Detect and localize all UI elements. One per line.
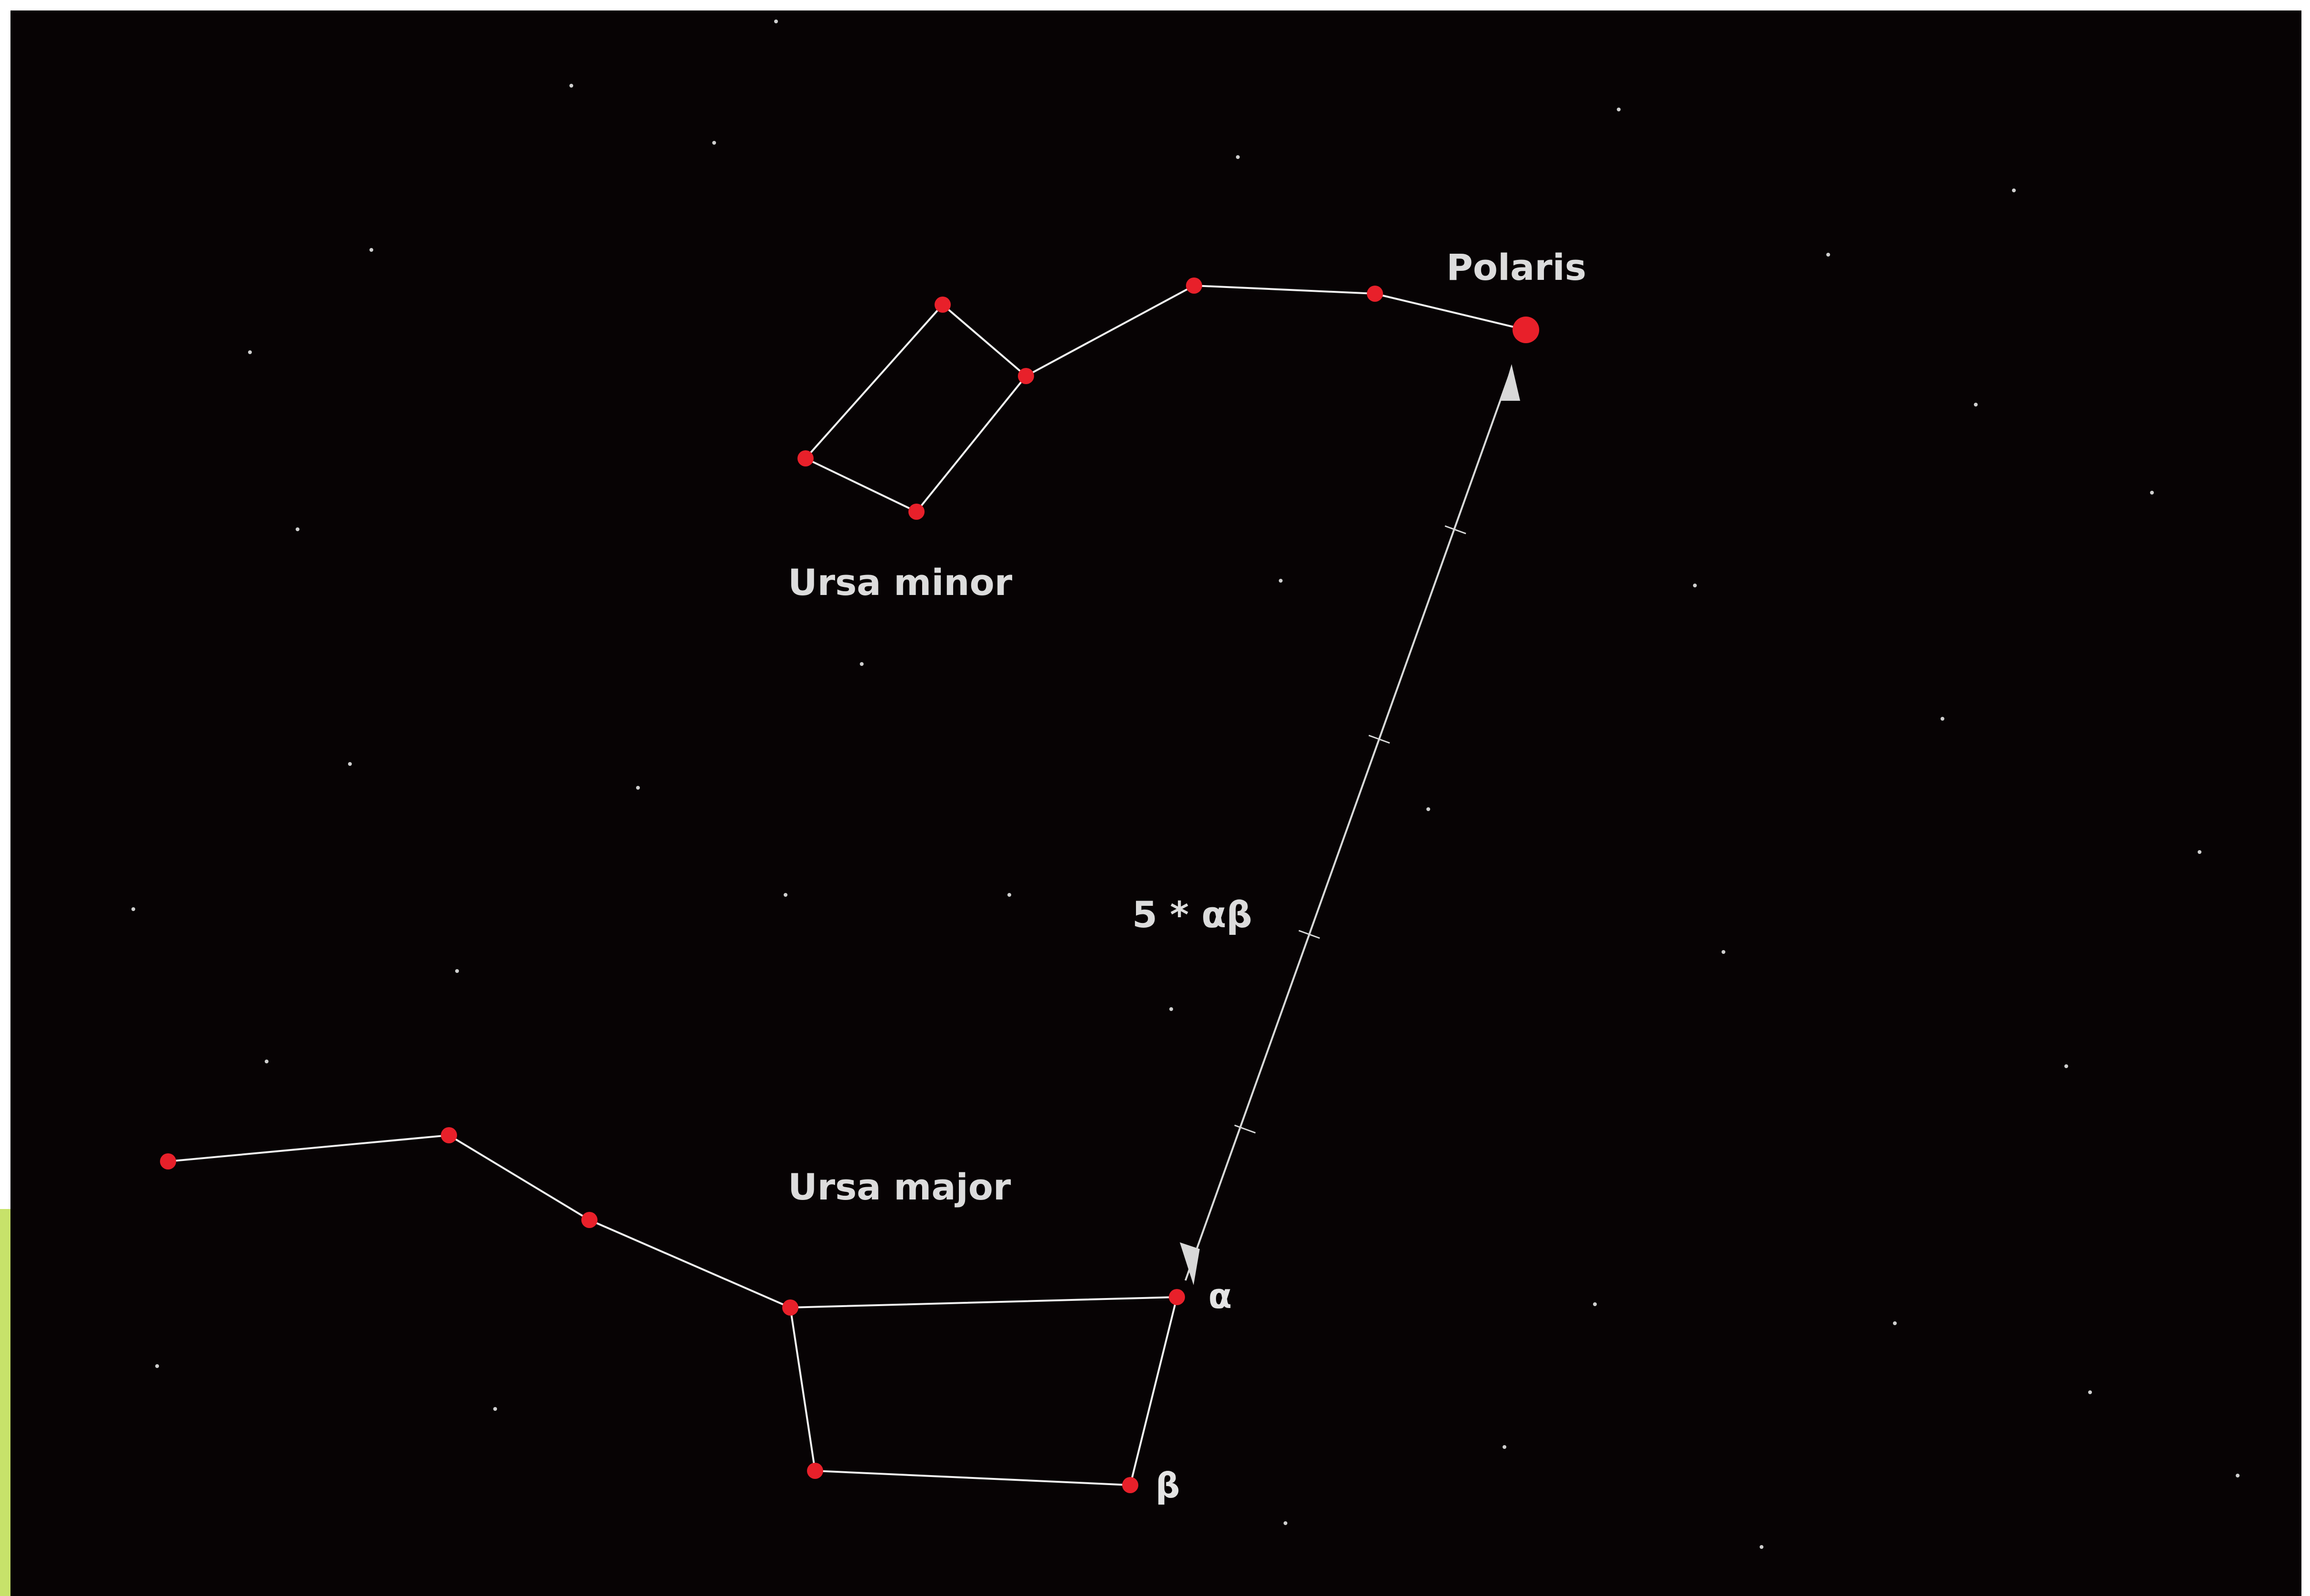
background-star — [296, 527, 299, 531]
background-star — [1826, 253, 1830, 257]
ursa-minor-star — [1367, 286, 1383, 302]
pointer-line — [1185, 368, 1513, 1281]
background-star — [2064, 1064, 2068, 1068]
ursa-major-star — [160, 1153, 176, 1170]
background-star — [131, 907, 135, 911]
ursa-minor-label: Ursa minor — [788, 561, 1013, 604]
ursa-minor-star — [1186, 278, 1202, 294]
pointer-tick-1 — [1234, 1124, 1256, 1134]
background-star — [1007, 893, 1011, 897]
background-star — [455, 969, 459, 973]
background-star — [1284, 1521, 1287, 1525]
background-star — [348, 762, 352, 766]
ursa-major-stars — [160, 1127, 1185, 1493]
background-star — [1941, 717, 1944, 721]
background-star — [265, 1060, 269, 1063]
background-stars — [131, 20, 2240, 1549]
background-star — [784, 893, 787, 897]
background-star — [369, 248, 373, 252]
pointer-arrow-up — [1501, 364, 1520, 401]
pointer-tick-2 — [1298, 930, 1320, 939]
background-star — [155, 1364, 159, 1368]
pointer-tick-3 — [1368, 734, 1390, 744]
ursa-minor-star — [935, 297, 951, 313]
background-star — [1279, 579, 1283, 583]
alpha-star — [1169, 1289, 1185, 1305]
background-star — [2012, 188, 2016, 192]
background-star — [1503, 1445, 1506, 1449]
ursa-major-star — [441, 1127, 457, 1143]
background-star — [1760, 1545, 1763, 1549]
background-star — [1617, 108, 1621, 111]
background-star — [860, 662, 864, 666]
background-star — [569, 84, 573, 88]
beta-label: β — [1155, 1466, 1180, 1506]
background-star — [1974, 403, 1978, 406]
left-edge-accent — [0, 1209, 12, 1596]
ursa-major-star — [581, 1212, 597, 1228]
background-star — [1426, 807, 1430, 811]
pointer-arrow-down — [1180, 1242, 1200, 1285]
pointer-tick-4 — [1444, 525, 1466, 535]
distance-label: 5 * αβ — [1132, 893, 1252, 936]
ursa-minor-star — [1018, 368, 1034, 384]
polaris-star — [1513, 317, 1539, 343]
alpha-label: α — [1208, 1276, 1232, 1316]
ursa-major-star — [807, 1463, 823, 1479]
background-star — [636, 786, 640, 790]
background-star — [2198, 850, 2201, 854]
ursa-major-handle — [168, 1134, 791, 1309]
background-star — [1593, 1302, 1597, 1306]
ursa-minor-star — [908, 504, 925, 520]
sky-background — [10, 10, 2301, 1596]
background-star — [1693, 584, 1697, 587]
background-star — [774, 20, 778, 23]
ursa-major-star — [782, 1299, 798, 1316]
ursa-minor-handle — [1026, 284, 1526, 377]
background-star — [1722, 950, 1725, 954]
ursa-minor-stars — [797, 278, 1539, 520]
ursa-minor-star — [797, 450, 814, 466]
pointer-line-group — [1180, 364, 1520, 1285]
background-star — [248, 350, 252, 354]
beta-star — [1122, 1477, 1138, 1493]
background-star — [1893, 1321, 1897, 1325]
background-star — [1236, 155, 1240, 159]
background-star — [712, 141, 716, 145]
background-star — [493, 1407, 497, 1411]
background-star — [2236, 1474, 2240, 1477]
polaris-label: Polaris — [1446, 246, 1586, 288]
ursa-major-label: Ursa major — [788, 1166, 1011, 1208]
background-star — [1169, 1007, 1173, 1011]
background-star — [2150, 491, 2154, 495]
background-star — [2088, 1390, 2092, 1394]
